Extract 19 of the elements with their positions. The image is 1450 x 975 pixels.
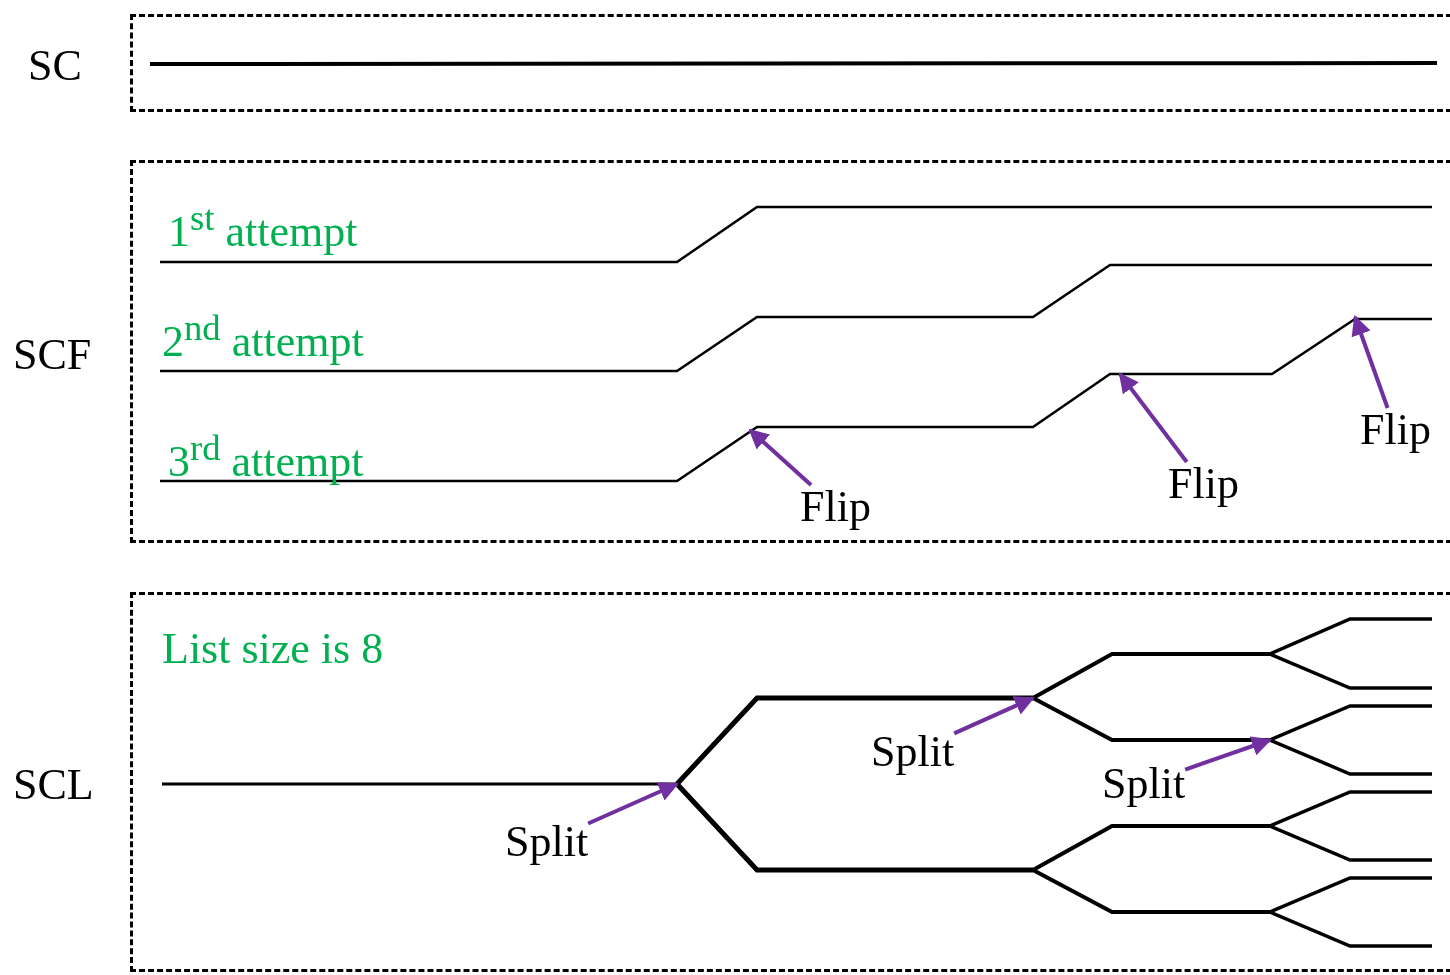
- row-label: 2$^{nd}$ attempt: [162, 310, 364, 364]
- annotation-text: Split: [871, 730, 955, 774]
- panel-label: SC: [28, 44, 82, 88]
- annotation-arrow: [1118, 372, 1189, 464]
- row-label: 3$^{rd}$ attempt: [168, 430, 364, 484]
- annotation-text: Flip: [1168, 462, 1239, 506]
- panel-label: SCL: [13, 763, 94, 807]
- annotation-text: Split: [1102, 762, 1186, 806]
- annotation-text: Flip: [800, 485, 871, 529]
- row-label: 1$^{st}$ attempt: [168, 200, 358, 254]
- annotation-arrow: [748, 428, 813, 487]
- annotation-arrow: [1351, 315, 1390, 409]
- annotation-text: Flip: [1360, 408, 1431, 452]
- annotation-arrow: [953, 696, 1035, 736]
- annotation-arrow: [587, 782, 679, 826]
- annotation-text: Split: [505, 820, 589, 864]
- panel-label: SCF: [13, 333, 92, 377]
- row-label: List size is 8: [162, 627, 384, 671]
- annotation-arrow: [1184, 736, 1272, 772]
